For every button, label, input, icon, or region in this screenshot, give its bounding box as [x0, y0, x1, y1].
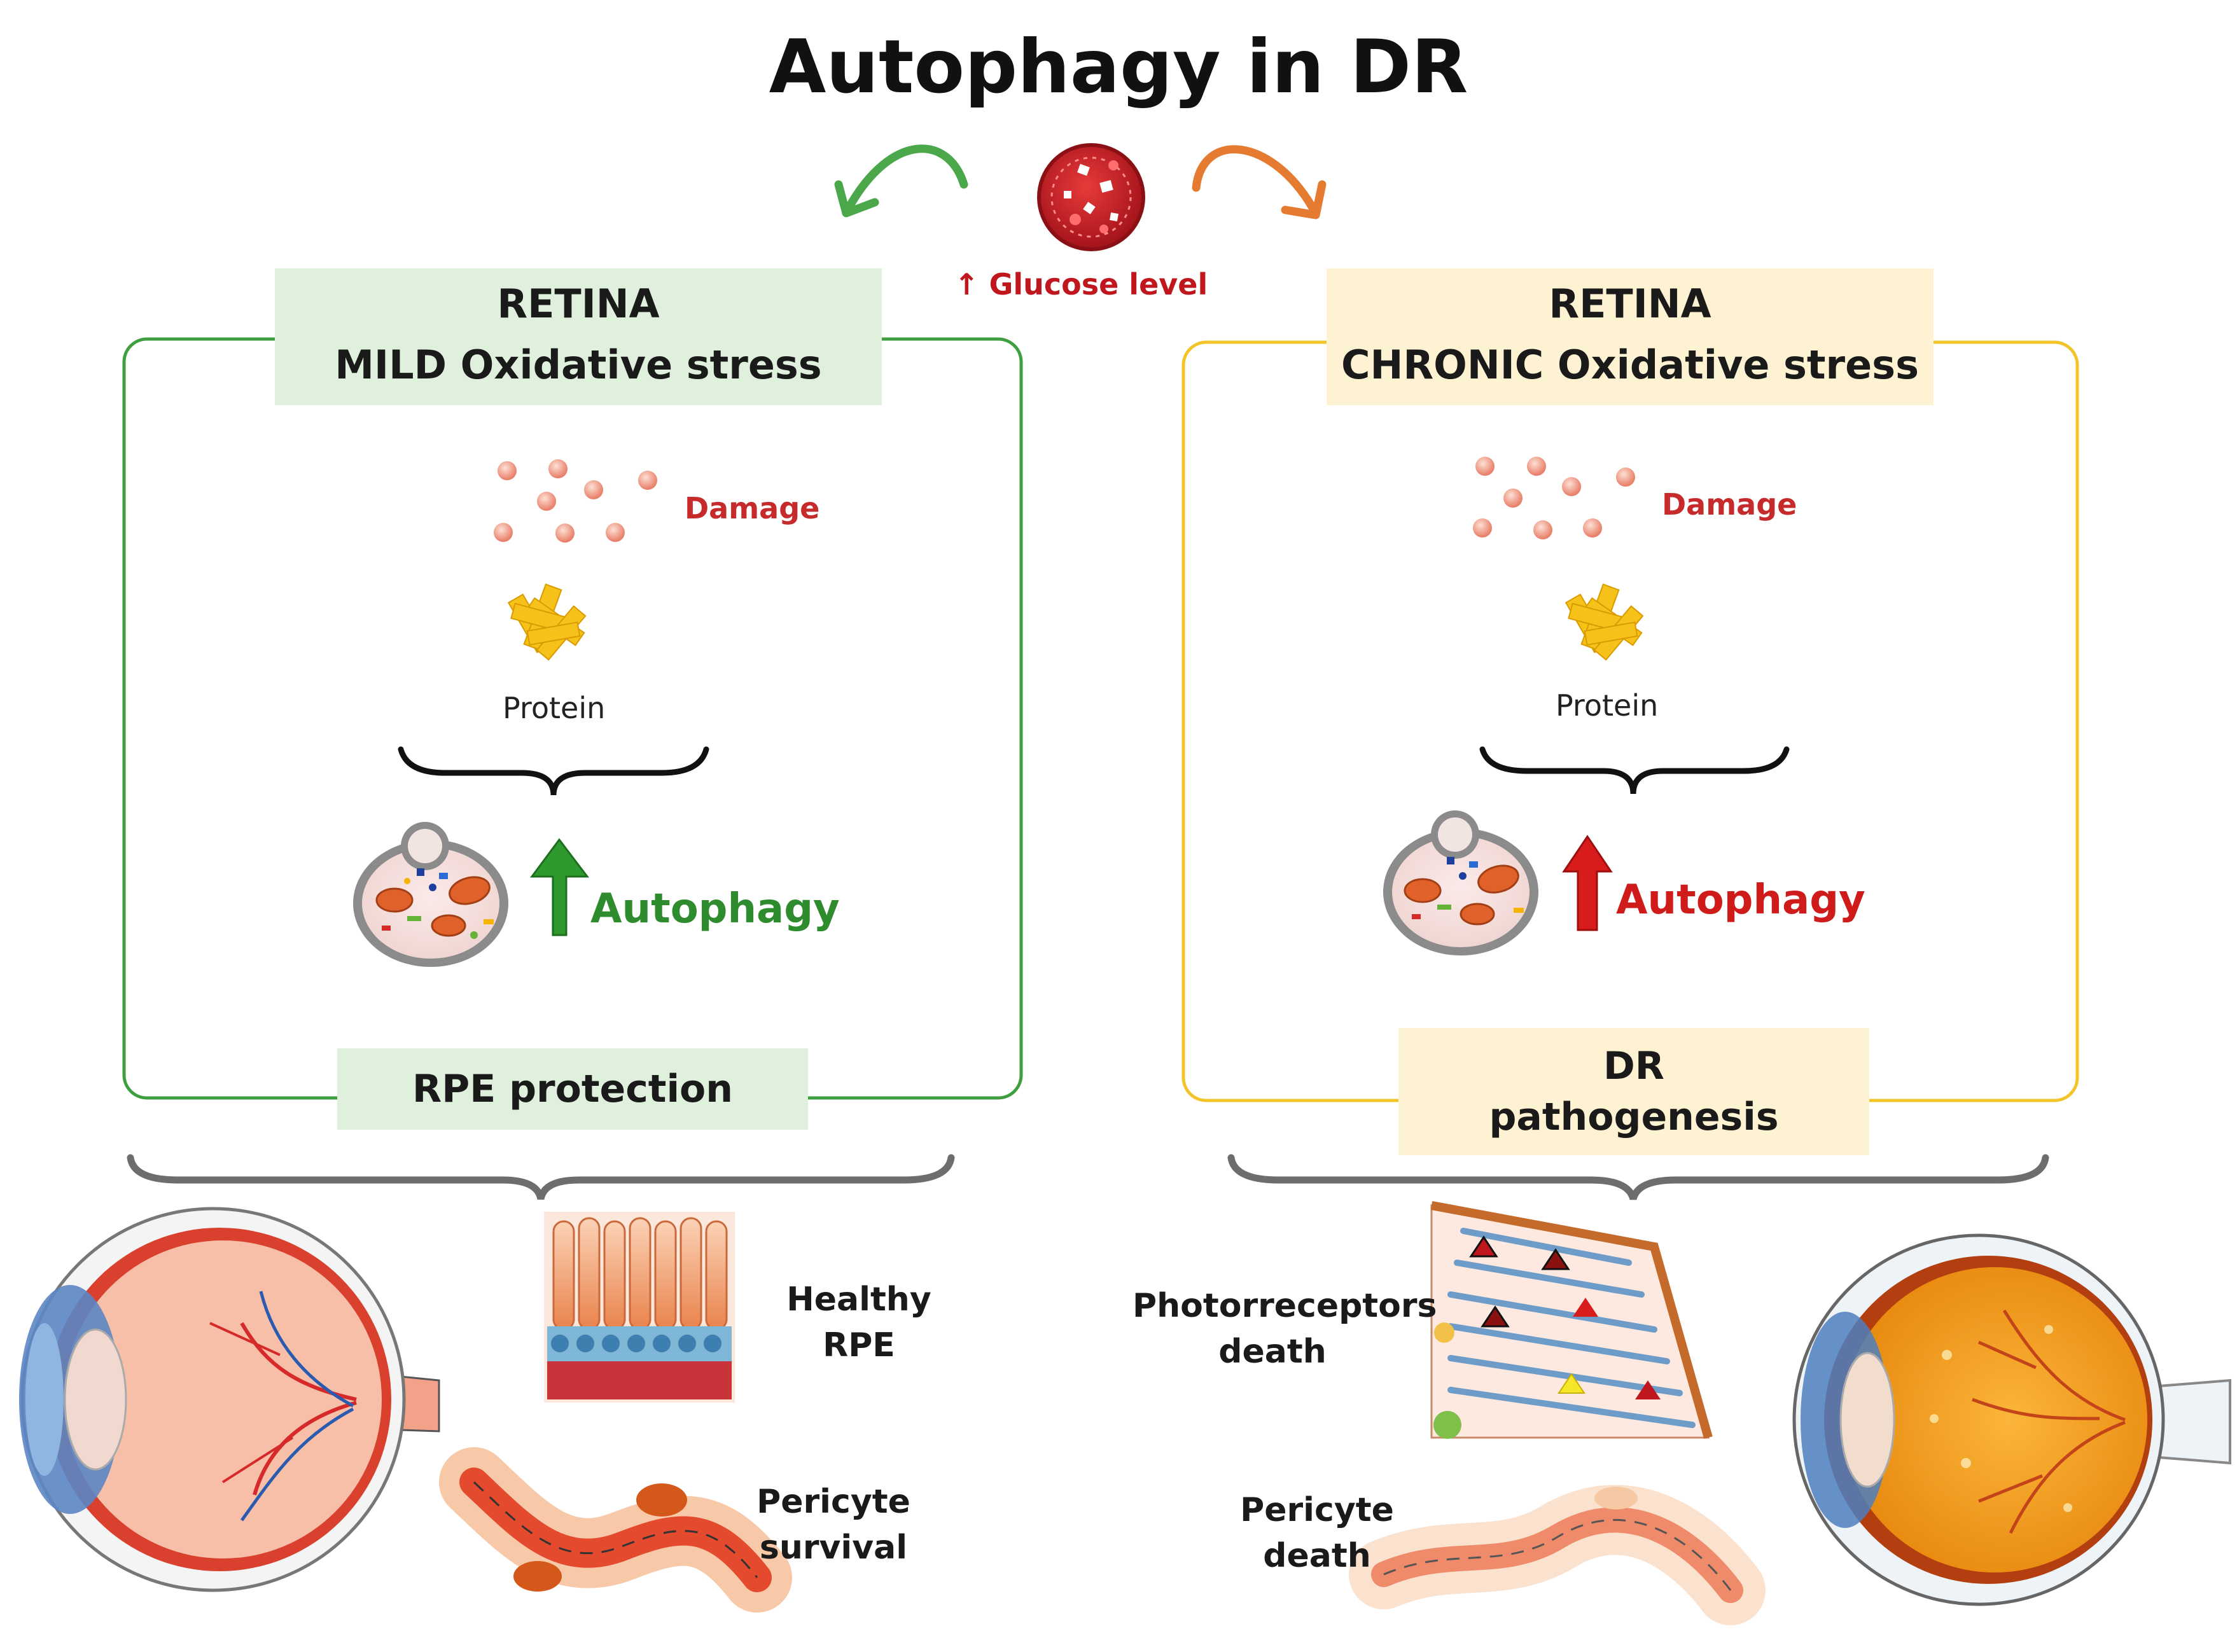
right-header-line2: CHRONIC Oxidative stress: [1341, 342, 1919, 388]
up-arrow-icon: ↑: [954, 267, 979, 302]
green-curved-arrow-icon: [834, 144, 968, 218]
healthy-rpe-label: Healthy RPE: [786, 1281, 931, 1364]
right-protein-label: Protein: [1556, 688, 1659, 723]
right-panel-header: RETINA CHRONIC Oxidative stress: [1327, 268, 1934, 405]
pericyte-survival-label: Pericyte survival: [756, 1483, 910, 1567]
diabetic-eye-icon: [1792, 1233, 2231, 1606]
right-damage-label: Damage: [1662, 487, 1797, 522]
left-header-line1: RETINA: [497, 281, 660, 327]
pericyte-vessel-icon: [439, 1447, 792, 1613]
eye-icon: [19, 1207, 440, 1592]
photoreceptor-layer-icon: [1430, 1201, 1713, 1439]
autophagosome-icon: [1383, 810, 1538, 955]
damage-particles-icon: [1473, 457, 1635, 539]
brace-icon: [398, 746, 709, 796]
right-footer-line2: pathogenesis: [1489, 1095, 1779, 1139]
glucose-text: Glucose level: [989, 267, 1208, 302]
glucose-level-label: ↑ Glucose level: [954, 267, 1222, 302]
rpe-cells-icon: [544, 1212, 735, 1403]
left-autophagy-label: Autophagy: [590, 885, 840, 933]
left-panel-footer: RPE protection: [337, 1048, 808, 1130]
up-arrow-icon: [530, 838, 590, 936]
orange-curved-arrow-icon: [1192, 145, 1327, 219]
right-autophagy-label: Autophagy: [1616, 877, 1865, 924]
protein-aggregate-icon: [1565, 583, 1644, 661]
left-panel-header: RETINA MILD Oxidative stress: [275, 268, 882, 405]
left-damage-label: Damage: [685, 491, 820, 525]
protein-aggregate-icon: [507, 583, 587, 661]
photoreceptors-death-label: Photorreceptors death: [1132, 1287, 1437, 1371]
brace-icon: [1479, 746, 1790, 795]
brace-icon: [127, 1154, 955, 1200]
left-protein-label: Protein: [503, 691, 606, 725]
right-footer-line1: DR: [1603, 1044, 1664, 1088]
up-arrow-icon: [1562, 835, 1613, 931]
right-header-line1: RETINA: [1549, 281, 1711, 327]
brace-icon: [1227, 1154, 2049, 1200]
autophagosome-icon: [353, 822, 508, 967]
left-header-line2: MILD Oxidative stress: [335, 342, 822, 388]
damage-particles-icon: [494, 459, 657, 543]
blood-vessel-icon: [1037, 143, 1145, 251]
right-panel-footer: DR pathogenesis: [1398, 1028, 1869, 1155]
pericyte-death-label: Pericyte death: [1240, 1491, 1394, 1575]
pericyte-vessel-icon: [1349, 1485, 1766, 1625]
page-title: Autophagy in DR: [769, 24, 1468, 110]
